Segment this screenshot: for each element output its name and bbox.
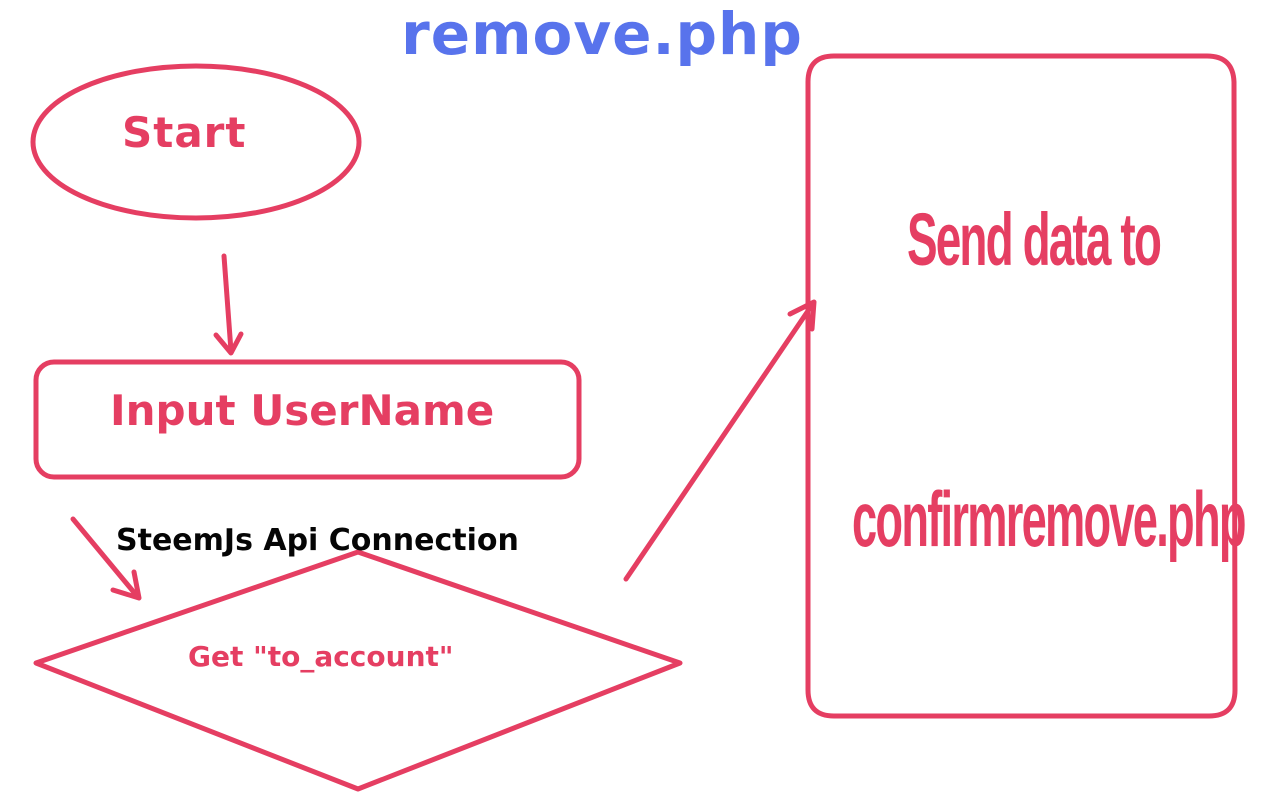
arrowhead-input-to-decision [110, 569, 142, 601]
decision-diamond-shape [33, 549, 683, 792]
start-label: Start [122, 108, 247, 157]
arrow-input-to-decision [70, 516, 140, 599]
arrow-decision-to-process [623, 302, 815, 582]
input-box-shape [33, 359, 582, 480]
input-username-label: Input UserName [110, 386, 495, 435]
diagram-title: remove.php [401, 0, 803, 68]
process-label-line-2: confirmremove.php [852, 475, 1246, 563]
api-connection-label: SteemJs Api Connection [116, 523, 519, 558]
arrow-start-to-input [221, 253, 234, 354]
process-box-shape [805, 53, 1238, 719]
start-terminal-shape [30, 63, 362, 221]
arrowhead-decision-to-process [787, 299, 817, 332]
process-label-line-1: Send data to [907, 198, 1162, 281]
arrowhead-start-to-input [213, 331, 244, 356]
decision-label: Get "to_account" [188, 640, 454, 673]
